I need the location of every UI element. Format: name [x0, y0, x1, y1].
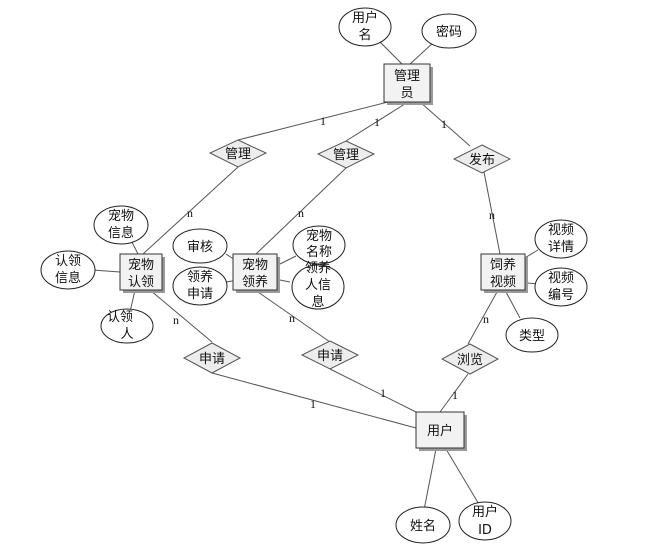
svg-text:宠物: 宠物 — [108, 208, 134, 224]
attribute-claimer: 认领 人 — [100, 308, 154, 344]
attribute-password: 密码 — [421, 13, 477, 49]
svg-text:用户: 用户 — [472, 504, 498, 520]
entity-admin: 管理 员 — [383, 63, 433, 105]
attribute-pet-info: 宠物 信息 — [93, 205, 149, 245]
relationship-label: 发布 — [469, 152, 495, 168]
card-admin-manage2: 1 — [374, 115, 380, 129]
svg-text:认领: 认领 — [55, 254, 81, 269]
attribute-video-no: 视频 编号 — [534, 267, 588, 307]
card-browse-user: 1 — [452, 388, 458, 402]
svg-text:审核: 审核 — [187, 240, 213, 255]
relationship-label: 申请 — [199, 352, 225, 367]
svg-text:ID: ID — [478, 523, 492, 538]
entity-label-line1: 饲养 — [490, 257, 516, 273]
attribute-name: 姓名 — [395, 506, 451, 544]
attribute-username: 用户 名 — [338, 7, 392, 47]
attribute-type: 类型 — [505, 317, 559, 353]
entity-label-line2: 领养 — [242, 274, 268, 290]
svg-text:信息: 信息 — [108, 225, 134, 241]
svg-text:名: 名 — [358, 27, 371, 43]
svg-text:视频: 视频 — [548, 271, 574, 286]
entity-label-line1: 宠物 — [242, 257, 268, 273]
card-adopt-apply: n — [289, 311, 295, 325]
svg-text:人: 人 — [120, 327, 133, 342]
svg-text:姓名: 姓名 — [410, 518, 436, 534]
card-video-browse: n — [483, 312, 489, 326]
edges — [91, 41, 539, 511]
entity-label-line2: 员 — [400, 86, 413, 101]
svg-text:领养: 领养 — [187, 269, 213, 285]
svg-text:宠物: 宠物 — [306, 228, 332, 244]
cardinality-labels: 1 1 1 n n n n n n 1 1 1 — [173, 114, 495, 411]
card-apply1-user: 1 — [310, 397, 316, 411]
svg-text:名称: 名称 — [306, 244, 332, 260]
svg-text:认领: 认领 — [107, 310, 133, 325]
svg-text:视频: 视频 — [548, 223, 574, 238]
svg-text:领养: 领养 — [305, 260, 331, 276]
entity-label-line1: 管理 — [394, 69, 420, 84]
card-claim-apply: n — [173, 313, 179, 327]
relationship-browse: 浏览 — [440, 343, 500, 375]
attribute-review: 审核 — [172, 228, 228, 264]
relationship-manage-1: 管理 — [208, 139, 268, 168]
card-publish-video: n — [489, 208, 495, 222]
entity-pet-claim: 宠物 认领 — [119, 253, 165, 293]
entity-label-line2: 认领 — [128, 275, 154, 290]
card-manage2-adopt: n — [298, 206, 304, 220]
svg-text:类型: 类型 — [519, 329, 545, 344]
entity-label-line1: 宠物 — [128, 257, 154, 273]
svg-text:详情: 详情 — [548, 240, 574, 255]
entity-label-line2: 视频 — [490, 275, 516, 290]
entity-pet-adopt: 宠物 领养 — [232, 253, 280, 293]
attribute-adopt-apply: 领养 申请 — [172, 266, 228, 306]
svg-text:用户: 用户 — [352, 10, 378, 26]
relationship-publish: 发布 — [452, 144, 512, 174]
svg-text:人信: 人信 — [305, 278, 331, 293]
relationship-label: 管理 — [225, 147, 251, 162]
svg-text:编号: 编号 — [548, 288, 574, 303]
svg-text:密码: 密码 — [436, 24, 462, 40]
attribute-claim-info: 认领 信息 — [40, 250, 96, 290]
entity-label: 用户 — [427, 423, 453, 439]
svg-text:申请: 申请 — [187, 287, 213, 302]
relationship-apply-1: 申请 — [182, 342, 242, 374]
relationship-manage-2: 管理 — [316, 140, 376, 169]
relationship-label: 管理 — [333, 148, 359, 163]
entity-video: 饲养 视频 — [480, 253, 528, 293]
card-admin-publish: 1 — [441, 117, 447, 131]
relationship-label: 浏览 — [457, 352, 483, 368]
attribute-adopter-info: 领养 人信 息 — [291, 260, 345, 310]
attribute-video-detail: 视频 详情 — [534, 219, 588, 259]
card-admin-manage1: 1 — [320, 114, 326, 128]
entity-user: 用户 — [415, 411, 467, 451]
attribute-pet-name: 宠物 名称 — [292, 225, 346, 265]
svg-text:息: 息 — [311, 294, 324, 310]
attribute-user-id: 用户 ID — [458, 501, 512, 541]
svg-text:信息: 信息 — [55, 270, 81, 286]
relationship-label: 申请 — [317, 349, 343, 364]
card-apply2-user: 1 — [380, 386, 386, 400]
card-manage1-claim: n — [187, 206, 193, 220]
relationship-apply-2: 申请 — [300, 340, 360, 370]
